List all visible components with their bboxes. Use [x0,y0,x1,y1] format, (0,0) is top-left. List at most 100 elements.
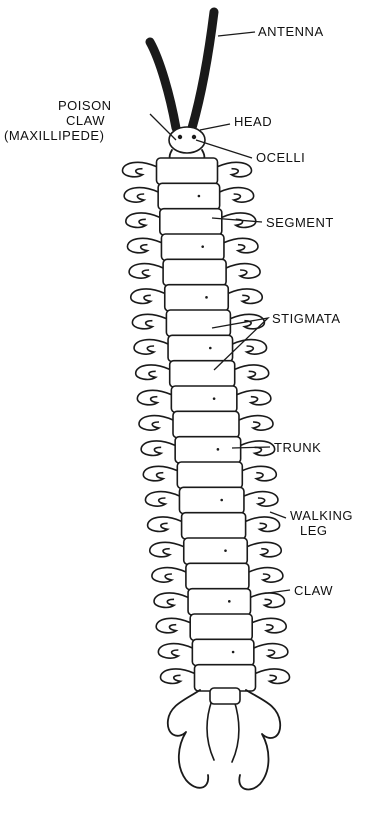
antenna-ring [156,64,158,66]
stigma-dot [217,448,220,451]
pointer-walking-leg [270,512,286,518]
antenna-ring [203,64,205,66]
antenna-ring [213,11,215,13]
walking-leg [235,365,269,379]
ocellus-left [178,135,182,139]
pointer-claw [268,590,290,593]
antenna-ring [158,72,160,74]
label-poison-claw-1: POISON [58,98,112,113]
walking-leg [129,264,163,278]
label-trunk: TRUNK [274,440,321,455]
body-segment [195,665,256,691]
body-segment [171,386,237,412]
antenna-ring [163,88,165,90]
walking-leg [154,593,188,607]
walking-leg [239,416,273,430]
body-segment [192,639,254,665]
walking-leg [152,568,186,582]
antenna-ring [197,95,199,97]
body-segment [179,487,244,513]
body-segment [186,563,249,589]
antenna-ring [161,80,163,82]
antenna-ring [195,106,197,108]
body-segment [173,411,239,437]
body-segment [158,183,220,209]
walking-leg [220,188,254,202]
walking-leg [218,162,252,176]
walking-leg [249,568,283,582]
body-segment [165,285,229,311]
walking-leg [124,188,158,202]
body-segment [184,538,248,564]
antennae [149,11,215,129]
body-segment [177,462,242,488]
label-walking-leg-2: LEG [300,523,328,538]
walking-leg [251,593,285,607]
label-walking-leg-1: WALKING [290,508,353,523]
stigma-dot [205,296,208,299]
antenna-ring [170,111,172,113]
stigma-dot [232,651,235,654]
stigma-dot [220,499,223,502]
body-segment [170,361,235,387]
walking-leg [131,289,165,303]
label-ocelli: OCELLI [256,150,305,165]
body-segment [166,310,230,336]
walking-leg [244,492,278,506]
body-segment [190,614,252,640]
walking-leg [161,669,195,683]
body-segment [163,259,226,285]
pointer-antenna [218,32,255,36]
antenna-ring [209,32,211,34]
walking-leg [145,492,179,506]
walking-leg [158,644,192,658]
pointer-head [200,124,230,130]
stigma-dot [201,245,204,248]
body-segment [168,335,233,361]
walking-leg [150,542,184,556]
walking-leg [139,416,173,430]
label-poison-claw-2: CLAW [66,113,105,128]
walking-leg [224,238,258,252]
antenna-ring [168,103,170,105]
walking-leg [156,618,190,632]
walking-leg [247,542,281,556]
walking-leg [226,264,260,278]
stigma-dot [224,549,227,552]
walking-leg [254,644,288,658]
antenna-ring [149,41,151,43]
antenna-ring [154,57,156,59]
walking-leg [237,390,271,404]
walking-leg [256,669,290,683]
antenna-ring [207,43,209,45]
walking-leg [143,466,177,480]
label-antenna: ANTENNA [258,24,324,39]
body-segment [188,589,251,615]
stigma-dot [198,195,201,198]
antenna-ring [211,21,213,23]
label-head: HEAD [234,114,272,129]
antenna-ring [173,119,175,121]
body-segment [160,209,222,235]
stigma-dot [213,397,216,400]
walking-leg [148,517,182,531]
walking-leg [132,314,166,328]
walking-leg [246,517,280,531]
antenna-ring [151,49,153,51]
walking-leg [127,238,161,252]
body-segment [182,513,246,539]
antenna-ring [205,53,207,55]
antenna-ring [199,85,201,87]
walking-leg [228,289,262,303]
antenna-ring [201,74,203,76]
label-claw: CLAW [294,583,333,598]
walking-leg [242,466,276,480]
walking-leg [137,390,171,404]
walking-leg [252,618,286,632]
walking-leg [123,162,157,176]
antenna-ring [165,96,167,98]
anal-legs [168,688,280,790]
ocellus-right [192,135,196,139]
antenna-ring [193,116,195,118]
body-segment [157,158,218,184]
